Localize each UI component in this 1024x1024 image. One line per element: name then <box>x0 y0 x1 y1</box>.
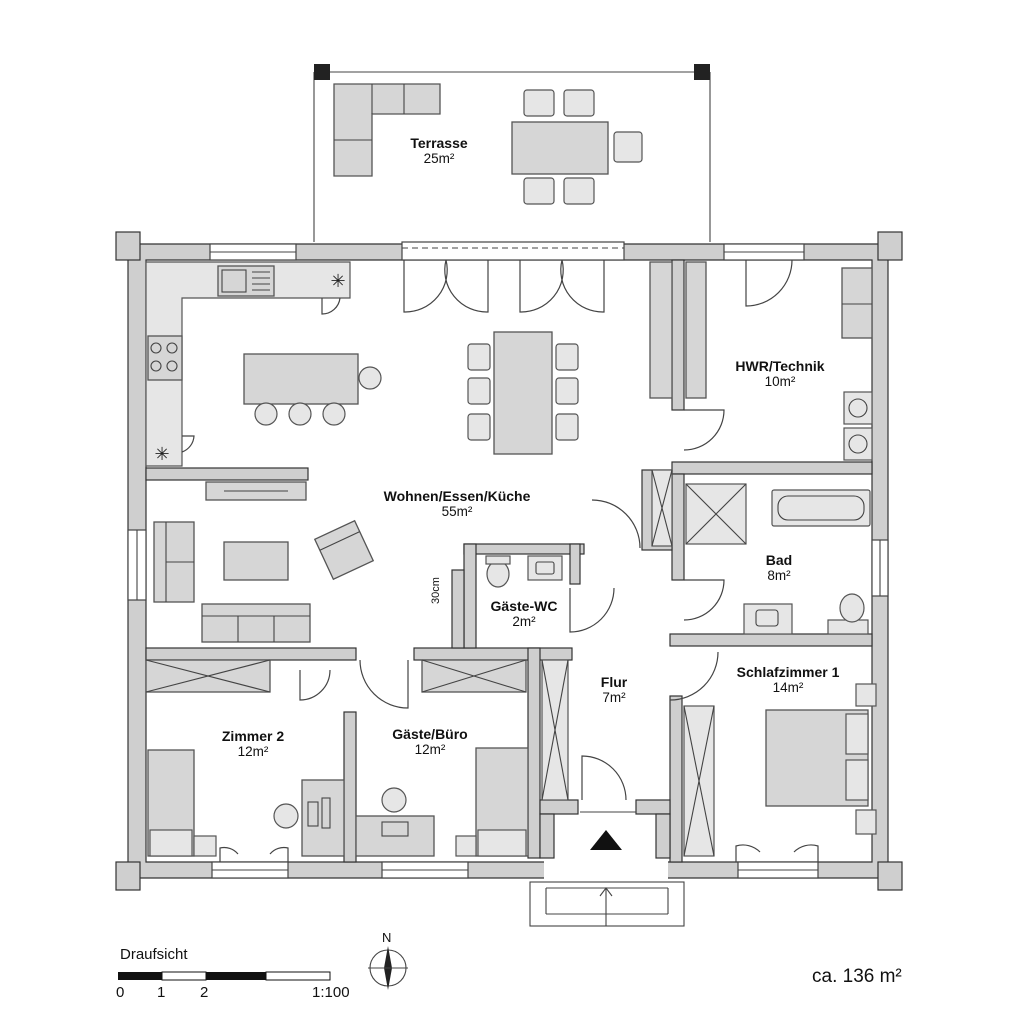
bedroom-1 <box>683 683 877 862</box>
room-label-bad: Bad 8m² <box>766 552 792 584</box>
living-room <box>153 481 375 643</box>
dining-table <box>467 331 579 455</box>
room-area: 10m² <box>764 374 796 390</box>
room-label-schlaf1: Schlafzimmer 1 14m² <box>737 664 840 696</box>
room-label-buero: Gäste/Büro 12m² <box>392 726 467 758</box>
room-area: 14m² <box>772 680 804 696</box>
legend-graphics <box>118 946 408 990</box>
room-label-terrasse: Terrasse 25m² <box>410 135 467 167</box>
room-area: 25m² <box>423 151 455 167</box>
north-label: N <box>382 930 392 945</box>
total-area: ca. 136 m² <box>812 966 902 987</box>
guest-wc <box>451 555 615 649</box>
outer-walls <box>115 231 903 891</box>
svg-text:✳: ✳ <box>330 271 345 291</box>
scale-tick-1: 1 <box>157 984 166 1001</box>
room-name: Bad <box>765 552 793 568</box>
terrace-doors <box>403 259 605 313</box>
svg-text:✳: ✳ <box>154 444 169 464</box>
room-area: 2m² <box>512 614 536 630</box>
room-label-gaeste-wc: Gäste-WC 2m² <box>491 598 558 630</box>
room-name: Wohnen/Essen/Küche <box>383 488 531 504</box>
scale-ratio: 1:100 <box>312 984 350 1001</box>
guest-office <box>355 659 529 857</box>
room-name: Schlafzimmer 1 <box>736 664 840 680</box>
room-name: HWR/Technik <box>735 358 825 374</box>
wall-thickness-note: 30cm <box>430 577 442 604</box>
room-name: Gäste/Büro <box>392 726 468 742</box>
room-area: 55m² <box>441 504 473 520</box>
room-area: 7m² <box>602 690 626 706</box>
room-2 <box>145 659 345 862</box>
room-name: Zimmer 2 <box>221 728 285 744</box>
room-area: 8m² <box>767 568 791 584</box>
bathroom <box>683 483 871 635</box>
room-area: 12m² <box>414 742 446 758</box>
room-name: Terrasse <box>410 135 468 151</box>
room-label-hwr: HWR/Technik 10m² <box>735 358 824 390</box>
kitchen: ✳ ✳ <box>145 261 382 467</box>
room-name: Flur <box>600 674 628 690</box>
room-label-zimmer2: Zimmer 2 12m² <box>222 728 284 760</box>
hwr-room <box>649 259 873 461</box>
terrace <box>313 64 711 242</box>
scale-tick-0: 0 <box>116 984 125 1001</box>
scale-tick-2: 2 <box>200 984 209 1001</box>
legend-title: Draufsicht <box>120 946 188 963</box>
room-label-flur: Flur 7m² <box>601 674 627 706</box>
room-label-wohnen: Wohnen/Essen/Küche 55m² <box>384 488 531 520</box>
room-name: Gäste-WC <box>490 598 558 614</box>
room-area: 12m² <box>237 744 269 760</box>
hallway <box>529 469 719 927</box>
